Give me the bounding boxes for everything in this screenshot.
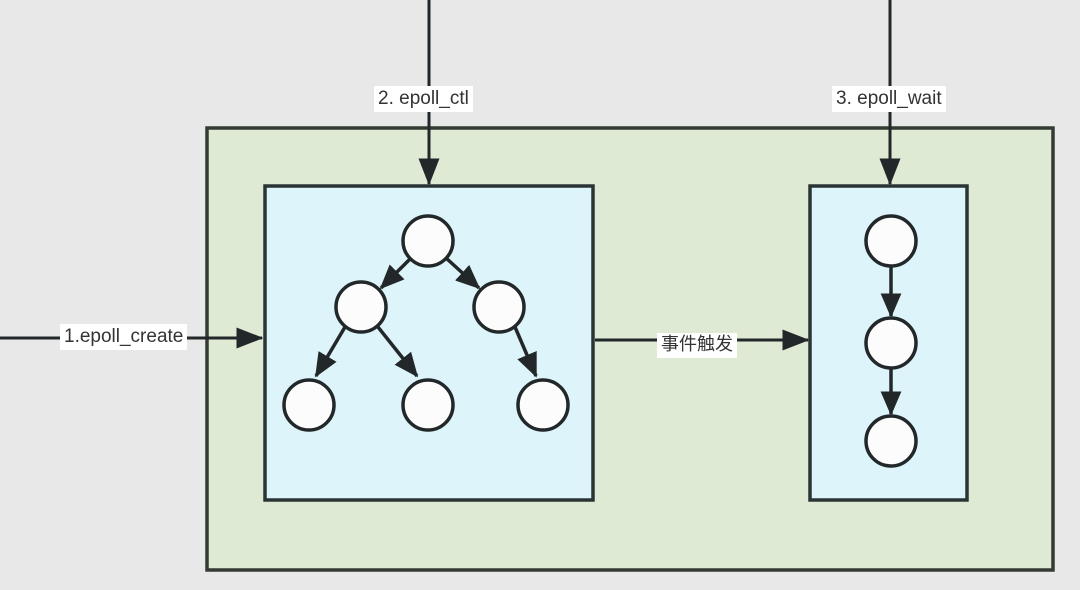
tree-node-left xyxy=(334,280,388,334)
tree-node-leaf3 xyxy=(516,378,570,432)
ready-list-node-3 xyxy=(864,414,918,468)
tree-edge-root-left xyxy=(379,256,413,290)
epoll-wait-label: 3. epoll_wait xyxy=(832,86,946,112)
tree-edge-left-leaf1 xyxy=(314,326,347,378)
epoll-ctl-label: 2. epoll_ctl xyxy=(374,86,473,112)
tree-node-leaf1 xyxy=(282,378,336,432)
event-trigger-label: 事件触发 xyxy=(657,333,737,358)
tree-node-root xyxy=(401,214,455,268)
tree-edge-left-leaf2 xyxy=(376,325,419,378)
epoll-create-label: 1.epoll_create xyxy=(60,324,188,350)
red-black-tree-edges xyxy=(314,256,538,378)
tree-edge-right-leaf3 xyxy=(513,326,538,378)
ready-list-nodes xyxy=(864,214,918,468)
tree-node-leaf2 xyxy=(401,378,455,432)
red-black-tree-nodes xyxy=(282,214,570,432)
ready-list-node-2 xyxy=(864,316,918,370)
tree-edge-root-right xyxy=(444,256,481,290)
tree-node-right xyxy=(472,280,526,334)
ready-list-node-1 xyxy=(864,214,918,268)
